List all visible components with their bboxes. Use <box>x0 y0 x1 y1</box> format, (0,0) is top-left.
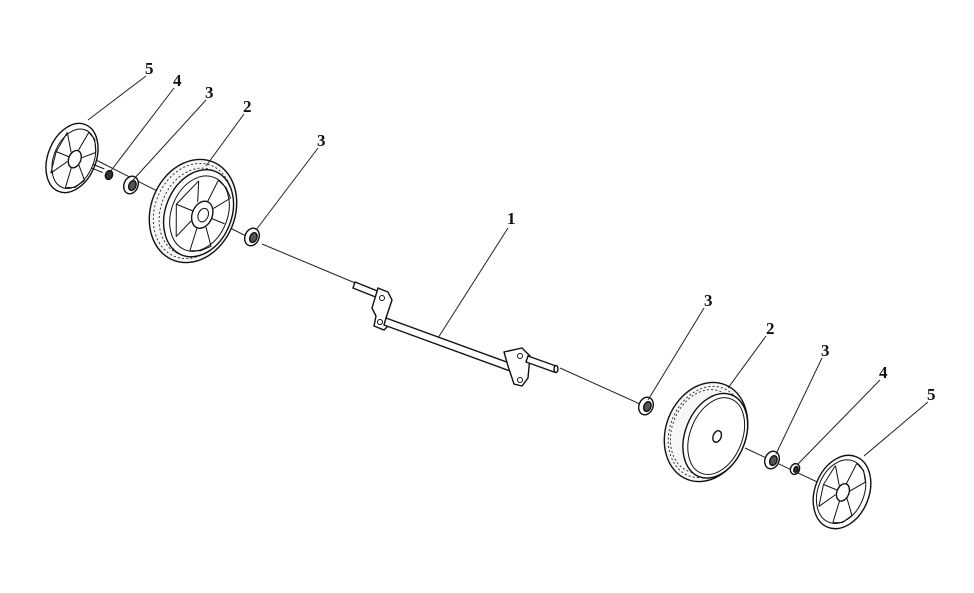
left-wheel <box>148 158 238 264</box>
callout-2-right: 2 <box>766 319 775 338</box>
callout-3-left-inner: 3 <box>317 131 326 150</box>
callout-1-axle: 1 <box>507 209 516 228</box>
right-bearing-outer <box>763 450 781 470</box>
callout-3-left-outer: 3 <box>205 83 214 102</box>
left-hubcap <box>45 122 105 194</box>
right-bearing-inner <box>637 396 655 416</box>
callout-labels: 5 4 3 2 3 1 3 2 3 4 5 <box>145 59 936 404</box>
left-bearing-inner <box>243 227 261 247</box>
callout-5-right: 5 <box>927 385 936 404</box>
callout-3-right-inner: 3 <box>704 291 713 310</box>
callout-5-left: 5 <box>145 59 154 78</box>
callout-4-left: 4 <box>173 71 182 90</box>
right-hubcap <box>812 454 872 530</box>
right-nut <box>789 462 801 476</box>
leader-lines <box>87 75 929 465</box>
right-wheel <box>663 381 749 483</box>
callout-2-left: 2 <box>243 97 252 116</box>
left-bearing-outer <box>122 175 140 195</box>
left-nut <box>104 169 114 181</box>
callout-3-right-outer: 3 <box>821 341 830 360</box>
callout-4-right: 4 <box>879 363 888 382</box>
axle-assembly <box>352 281 559 387</box>
